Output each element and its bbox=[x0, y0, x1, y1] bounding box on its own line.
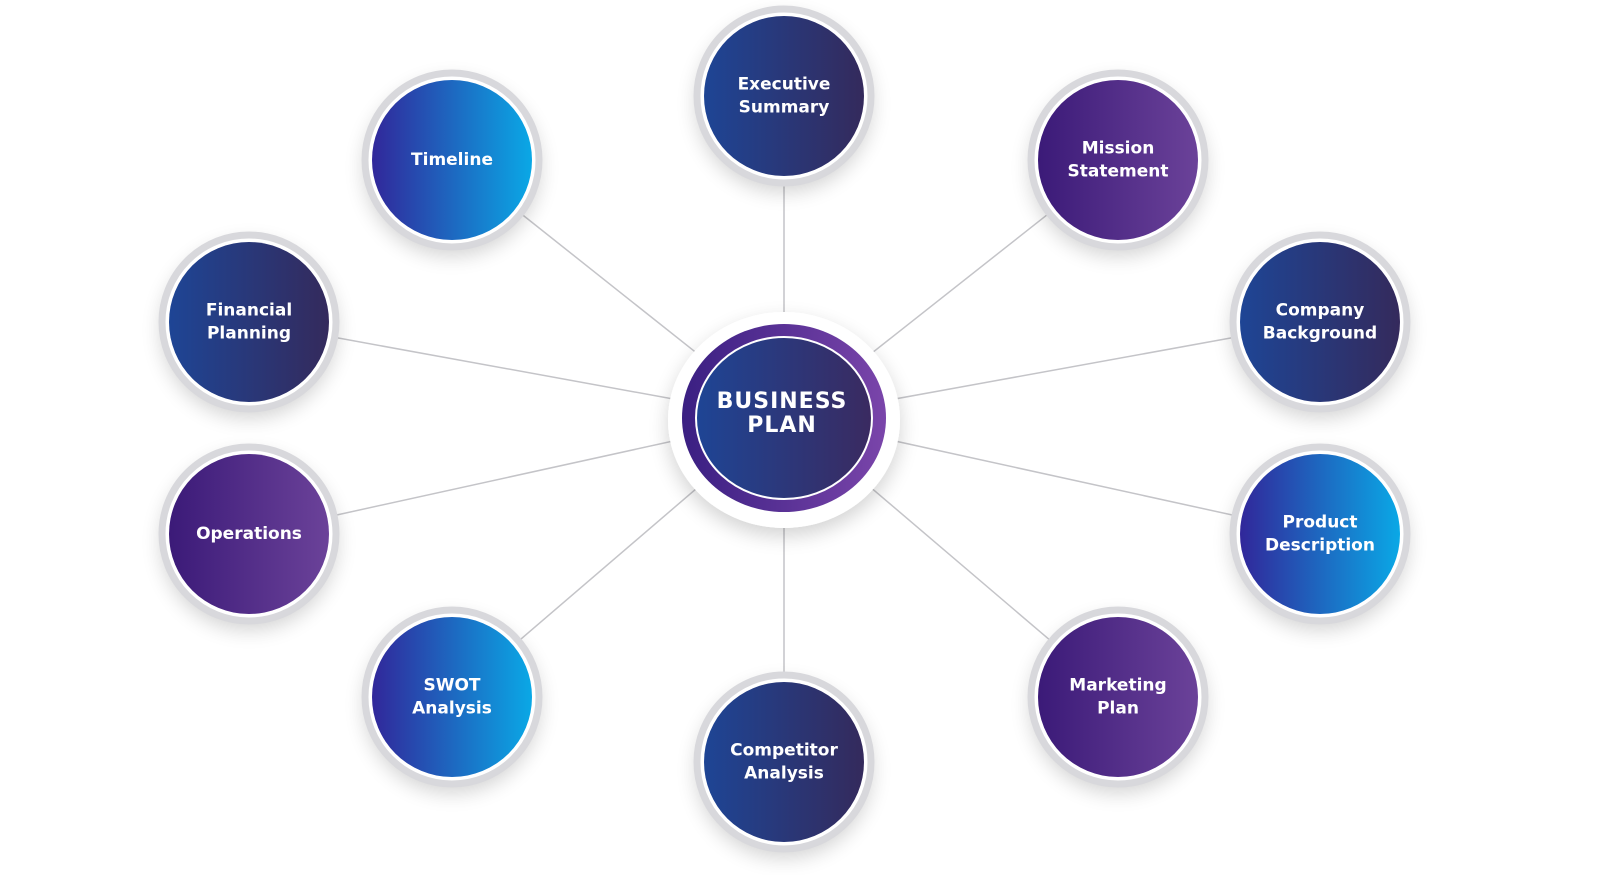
node-circle bbox=[1038, 617, 1198, 777]
connector-lines bbox=[334, 184, 1235, 674]
node-operations[interactable]: Operations bbox=[158, 443, 340, 625]
node-label-line: Financial bbox=[206, 301, 292, 321]
node-label-line: Mission bbox=[1082, 139, 1155, 159]
node-swot-analysis[interactable]: SWOT Analysis bbox=[361, 606, 543, 788]
center-circle bbox=[695, 336, 873, 500]
node-label-line: Plan bbox=[1097, 699, 1139, 719]
connector-timeline bbox=[521, 213, 706, 361]
connector-mission-statement bbox=[862, 213, 1049, 361]
connector-company-background bbox=[882, 336, 1234, 402]
node-circle bbox=[169, 454, 329, 614]
node-circle bbox=[1240, 242, 1400, 402]
node-label-line: SWOT bbox=[423, 676, 480, 696]
node-halo-ring bbox=[1027, 69, 1209, 251]
node-label-line: Product bbox=[1283, 513, 1358, 533]
node-label-line: Timeline bbox=[411, 150, 493, 170]
connector-product-description bbox=[881, 437, 1235, 517]
topic-nodes: ExecutiveSummaryMissionStatementCompanyB… bbox=[158, 5, 1411, 853]
connector-financial-planning bbox=[335, 336, 686, 402]
node-halo-ring bbox=[1229, 231, 1411, 413]
node-halo-ring bbox=[1229, 443, 1411, 625]
node-label-line: Planning bbox=[207, 324, 291, 344]
node-label-line: Company bbox=[1276, 301, 1365, 321]
node-halo-ring bbox=[693, 671, 875, 853]
node-label-line: Description bbox=[1265, 536, 1375, 556]
center-label-line: PLAN bbox=[747, 413, 817, 438]
node-label-line: Background bbox=[1263, 324, 1377, 344]
node-label-line: Summary bbox=[739, 98, 830, 118]
connector-marketing-plan bbox=[860, 478, 1051, 642]
node-halo-ring bbox=[361, 606, 543, 788]
node-circle bbox=[372, 80, 532, 240]
node-label-line: Competitor bbox=[730, 741, 838, 761]
node-halo-ring bbox=[1027, 606, 1209, 788]
node-circle bbox=[704, 16, 864, 176]
node-circle bbox=[372, 617, 532, 777]
node-circle bbox=[169, 242, 329, 402]
node-label-line: Analysis bbox=[412, 699, 492, 719]
node-timeline[interactable]: Timeline bbox=[361, 69, 543, 251]
node-label-line: Statement bbox=[1068, 162, 1169, 182]
node-circle bbox=[1240, 454, 1400, 614]
node-halo-ring bbox=[158, 443, 340, 625]
connector-swot-analysis bbox=[518, 478, 708, 641]
node-circle bbox=[704, 682, 864, 842]
node-halo-ring bbox=[693, 5, 875, 187]
node-circle bbox=[1038, 80, 1198, 240]
node-halo-ring bbox=[361, 69, 543, 251]
node-label-line: Analysis bbox=[744, 764, 824, 784]
center-label-line: BUSINESS bbox=[717, 389, 848, 414]
node-label-line: Operations bbox=[196, 524, 302, 544]
node-halo-ring bbox=[158, 231, 340, 413]
node-label-line: Executive bbox=[738, 75, 831, 95]
node-label-line: Marketing bbox=[1069, 676, 1166, 696]
connector-operations bbox=[334, 437, 687, 517]
